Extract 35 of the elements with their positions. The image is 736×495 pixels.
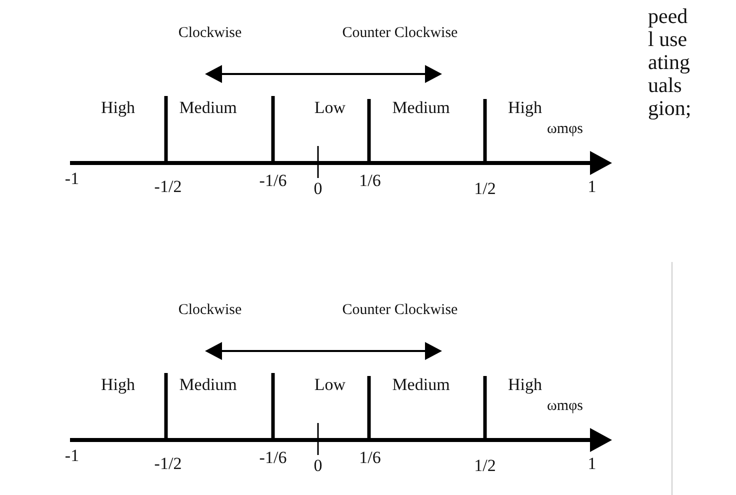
speed-region-label: Medium: [392, 99, 450, 116]
tick-label: 1: [588, 455, 596, 472]
text-fragment: peed: [648, 6, 688, 27]
tick-label: 1/2: [474, 457, 496, 474]
speed-region-label: Low: [314, 99, 346, 116]
text-fragment: l use: [648, 29, 688, 50]
tick-label: -1/2: [154, 178, 182, 195]
direction-label: Clockwise: [178, 303, 242, 318]
tick-label: 1/6: [359, 449, 381, 466]
axis-label: ωmφs: [546, 122, 584, 137]
tick-label: -1: [64, 170, 80, 187]
speed-region-label: High: [508, 99, 542, 116]
tick-label: -1/2: [154, 455, 182, 472]
speed-region-label: Medium: [392, 376, 450, 393]
speed-region-label: Low: [314, 376, 346, 393]
text-fragment: ating: [648, 52, 690, 73]
direction-label: Counter Clockwise: [342, 26, 458, 41]
tick-label: 1/6: [359, 172, 381, 189]
tick-label: 0: [314, 457, 322, 474]
direction-label: Counter Clockwise: [342, 303, 458, 318]
speed-region-label: Medium: [179, 99, 237, 116]
speed-region-label: High: [508, 376, 542, 393]
speed-region-label: Medium: [179, 376, 237, 393]
axis-label: ωmφs: [546, 399, 584, 414]
tick-label: 1/2: [474, 180, 496, 197]
text-fragment: gion;: [648, 98, 692, 119]
tick-label: 1: [588, 178, 596, 195]
tick-label: 0: [314, 180, 322, 197]
tick-label: -1/6: [259, 449, 287, 466]
direction-label: Clockwise: [178, 26, 242, 41]
tick-label: -1: [64, 447, 80, 464]
speed-region-label: High: [101, 376, 135, 393]
text-fragment: uals: [648, 75, 682, 96]
speed-region-label: High: [101, 99, 135, 116]
tick-label: -1/6: [259, 172, 287, 189]
